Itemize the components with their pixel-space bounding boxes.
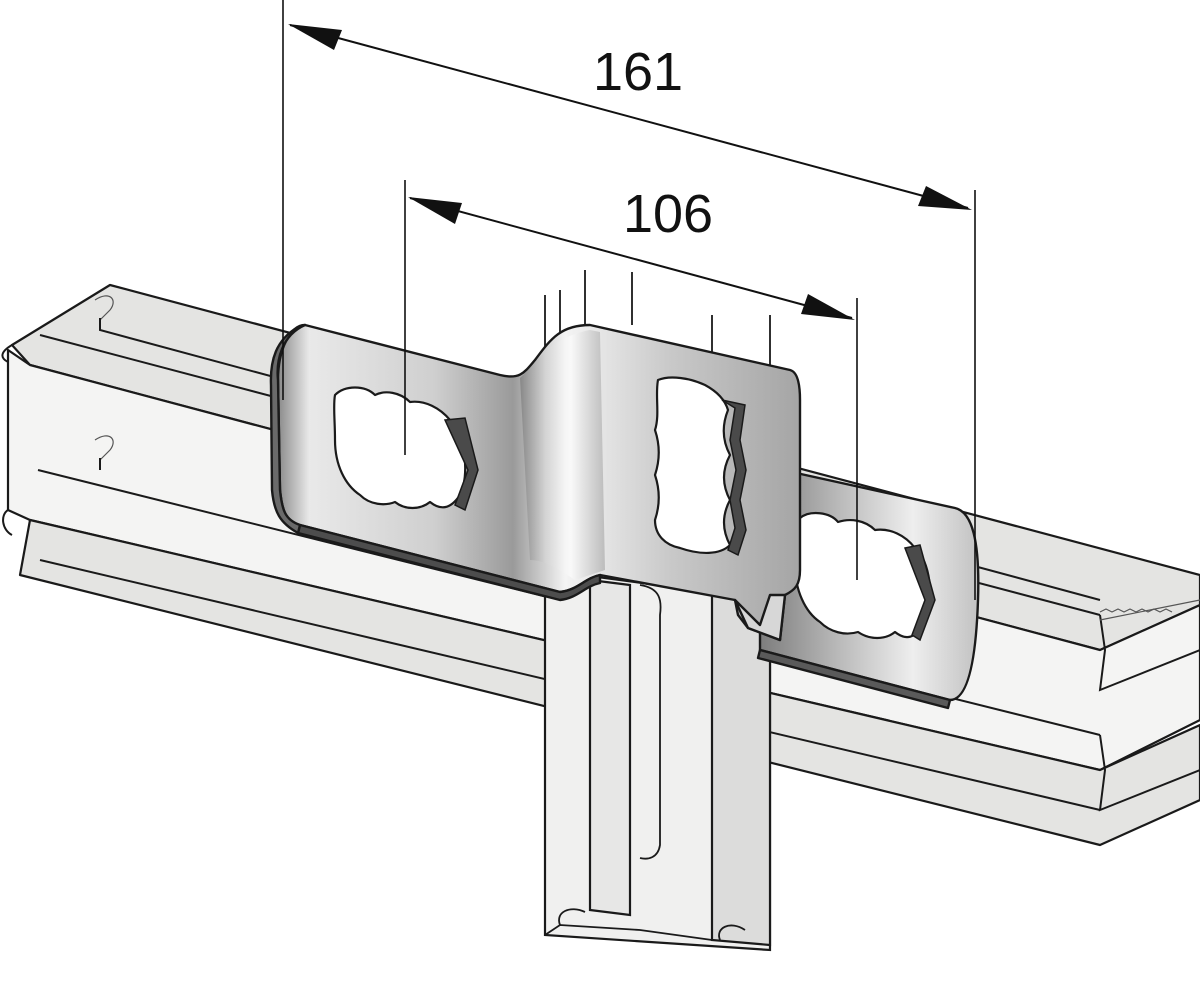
bracket-right-wing: [756, 463, 980, 710]
dimension-line-106: [409, 197, 853, 319]
arrowhead-161-right: [918, 186, 972, 210]
dimension-label-161: 161: [593, 42, 683, 102]
vertical-channel-post: [543, 270, 772, 952]
dimension-line-161: [289, 24, 969, 209]
dimension-label-106: 106: [623, 184, 713, 244]
center-mounting-slot: [653, 376, 732, 554]
arrowhead-106-left: [408, 197, 462, 224]
right-mounting-slot: [793, 512, 932, 640]
bracket-main-body: [269, 323, 802, 642]
arrowhead-161-left: [288, 24, 342, 50]
dimension-overall: 161: [282, 0, 976, 600]
left-mounting-slot: [333, 386, 467, 510]
dimension-hole-spacing: 106: [404, 180, 858, 580]
arrowhead-106-right: [801, 294, 855, 320]
